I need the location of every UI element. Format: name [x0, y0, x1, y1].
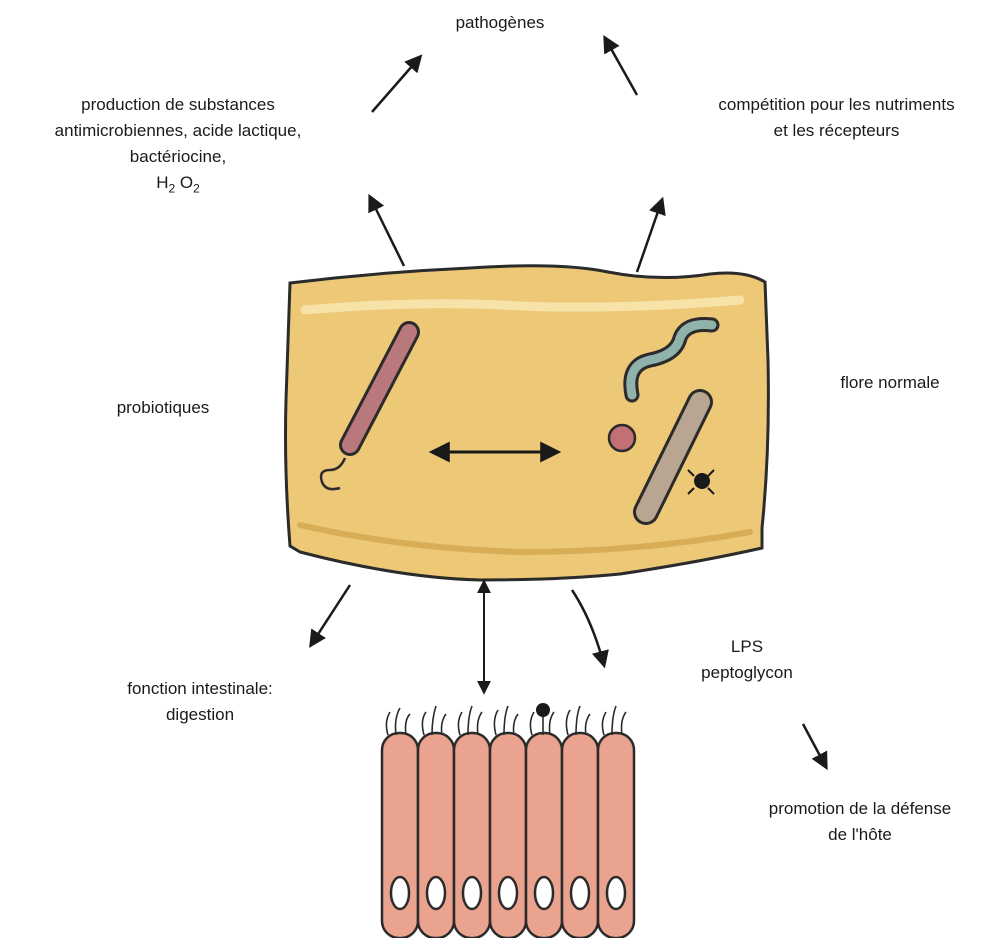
label-pathogens: pathogènes — [430, 10, 570, 36]
arrow-lumen-to-antimicrobial — [370, 197, 404, 266]
arrow-competition-to-pathogens — [605, 38, 637, 95]
competition-line1: compétition pour les nutriments — [670, 92, 1003, 118]
competition-line2: et les récepteurs — [670, 118, 1003, 144]
normal-flora-text: flore normale — [840, 373, 939, 392]
label-intestinal-function: fonction intestinale: digestion — [80, 676, 320, 728]
h-subscript: 2 — [168, 181, 175, 195]
antimicrobial-line4: H2 O2 — [0, 170, 356, 201]
probiotics-text: probiotiques — [117, 398, 210, 417]
pathogens-text: pathogènes — [456, 13, 545, 32]
label-host-defense: promotion de la défense de l'hôte — [724, 796, 996, 848]
o-symbol: O — [180, 173, 193, 192]
intestinal-line2: digestion — [80, 702, 320, 728]
arrow-lps-to-defense — [803, 724, 826, 767]
antimicrobial-line3: bactériocine, — [0, 144, 356, 170]
round-bacterium-icon — [609, 425, 635, 451]
host-defense-line1: promotion de la défense — [724, 796, 996, 822]
label-probiotics: probiotiques — [88, 395, 238, 421]
arrow-lumen-to-lps — [572, 590, 604, 665]
label-normal-flora: flore normale — [820, 370, 960, 396]
label-lps: LPS peptoglycon — [672, 634, 822, 686]
antimicrobial-line2: antimicrobiennes, acide lactique, — [0, 118, 356, 144]
lps-line2: peptoglycon — [672, 660, 822, 686]
h-symbol: H — [156, 173, 168, 192]
antimicrobial-line1: production de substances — [0, 92, 356, 118]
host-defense-line2: de l'hôte — [724, 822, 996, 848]
lps-line1: LPS — [672, 634, 822, 660]
arrow-lumen-to-intestinal — [311, 585, 350, 645]
o-subscript: 2 — [193, 181, 200, 195]
arrow-lumen-to-competition — [637, 200, 662, 272]
epithelium-icon — [382, 703, 634, 938]
intestinal-line1: fonction intestinale: — [80, 676, 320, 702]
label-antimicrobial: production de substances antimicrobienne… — [0, 92, 356, 201]
label-competition: compétition pour les nutriments et les r… — [670, 92, 1003, 144]
arrow-antimicrobial-to-pathogens — [372, 57, 420, 112]
